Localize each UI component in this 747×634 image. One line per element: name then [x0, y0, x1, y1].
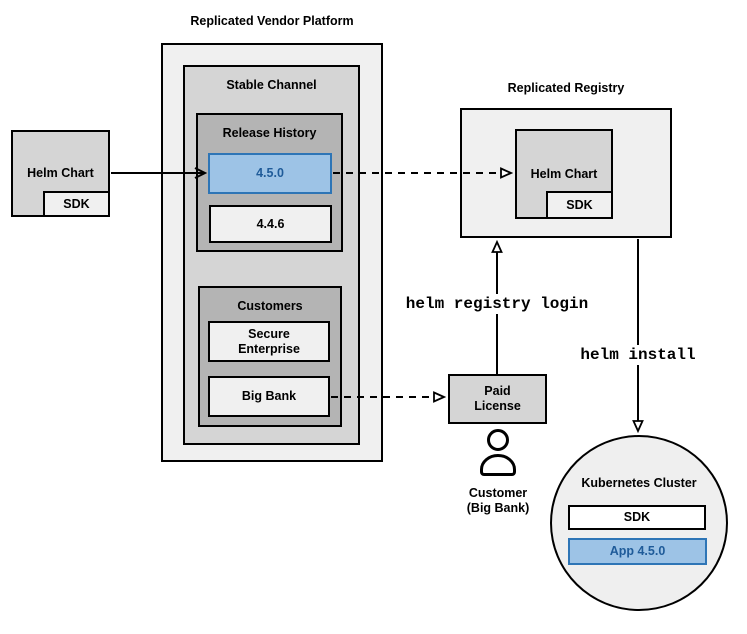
kubernetes-cluster-title: Kubernetes Cluster	[581, 476, 697, 490]
stable-channel-label: Stable Channel	[226, 78, 317, 92]
customer-secure-enterprise-line2: Enterprise	[238, 341, 300, 356]
person-icon	[480, 429, 516, 476]
registry-helm-chart-label: Helm Chart	[530, 166, 598, 181]
release-version-450-label: 4.5.0	[256, 166, 284, 180]
source-sdk-label: SDK	[63, 196, 90, 211]
kubernetes-sdk-label: SDK	[623, 510, 651, 524]
release-version-446: 4.4.6	[209, 205, 332, 243]
customer-big-bank: Big Bank	[208, 376, 330, 417]
paid-license-line1: Paid	[484, 384, 511, 398]
paid-license-line2: License	[474, 399, 521, 413]
kubernetes-app-label: App 4.5.0	[609, 544, 666, 558]
customer-secure-enterprise: Secure Enterprise	[208, 321, 330, 362]
release-history-label: Release History	[222, 126, 317, 140]
registry-sdk-label: SDK	[566, 197, 593, 212]
customer-caption-line2: (Big Bank)	[466, 501, 530, 515]
customer-big-bank-label: Big Bank	[241, 389, 297, 403]
registry-title: Replicated Registry	[507, 81, 625, 95]
command-registry-login: helm registry login	[387, 294, 607, 314]
customer-secure-enterprise-line1: Secure	[248, 326, 290, 341]
customer-caption: Customer (Big Bank)	[437, 486, 559, 516]
release-version-446-label: 4.4.6	[256, 216, 285, 231]
customers-label: Customers	[237, 299, 303, 313]
command-helm-install: helm install	[558, 345, 718, 365]
kubernetes-app-box: App 4.5.0	[568, 538, 707, 565]
kubernetes-sdk-box: SDK	[568, 505, 706, 530]
registry-sdk-box: SDK	[546, 191, 613, 219]
source-helm-chart-label: Helm Chart	[27, 166, 94, 180]
source-sdk-box: SDK	[43, 191, 110, 217]
platform-title: Replicated Vendor Platform	[190, 14, 354, 28]
customer-caption-line1: Customer	[468, 486, 528, 500]
release-version-450: 4.5.0	[208, 153, 332, 194]
paid-license-box: Paid License	[448, 374, 547, 424]
